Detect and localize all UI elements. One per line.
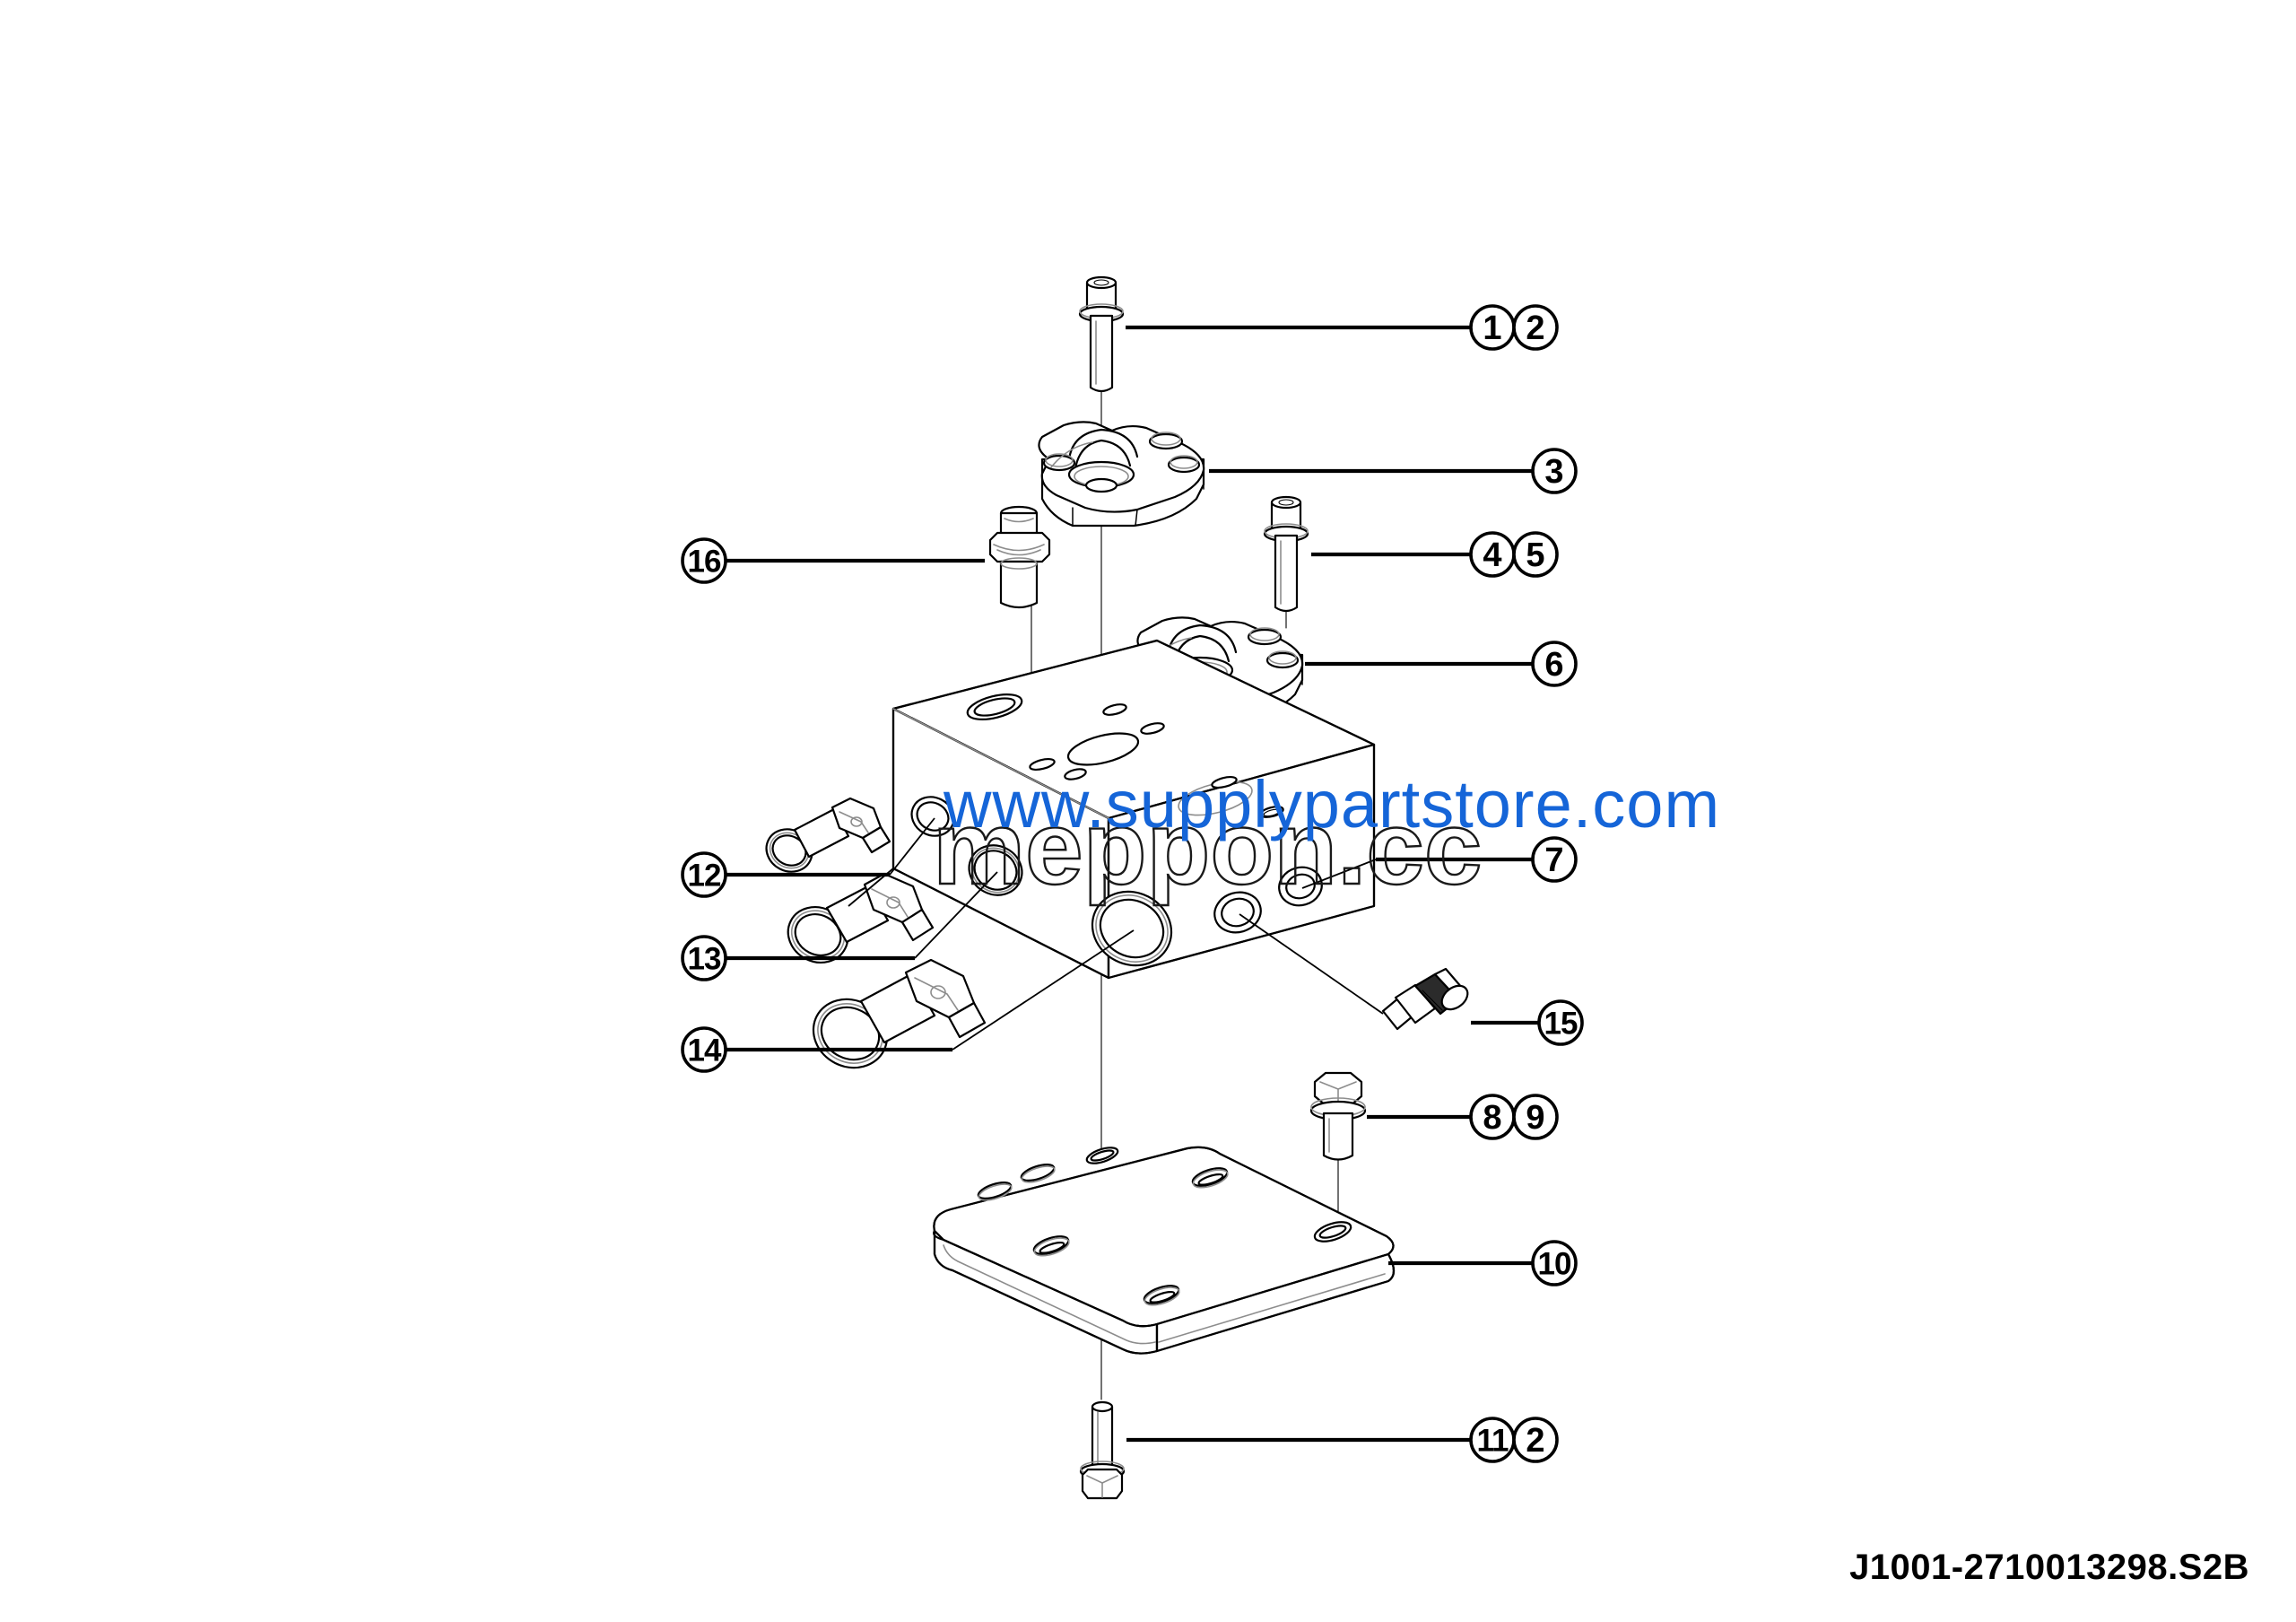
callout-label-2b: 2 — [1526, 1422, 1544, 1460]
part-hex-fitting-large — [812, 958, 987, 1069]
part-socket-bolt-bottom — [1079, 1400, 1126, 1500]
callout-bubble-3[interactable] — [1531, 448, 1578, 494]
callout-15[interactable]: 15 — [1537, 999, 1584, 1046]
callout-label-9: 9 — [1526, 1099, 1544, 1137]
callout-1-2[interactable]: 1 2 — [1469, 304, 1559, 351]
callout-label-2: 2 — [1526, 310, 1544, 347]
callout-10[interactable]: 10 — [1531, 1240, 1578, 1286]
callout-bubble-5[interactable] — [1512, 531, 1559, 578]
callout-label-12: 12 — [688, 859, 721, 894]
callout-bubble-15[interactable] — [1537, 999, 1584, 1046]
part-socket-flange-bolt-top — [1078, 275, 1125, 393]
callout-bubble-9[interactable] — [1512, 1094, 1559, 1140]
pointer-12 — [889, 817, 935, 876]
part-hex-flange-bolt — [1309, 1071, 1367, 1161]
part-valve-body-block — [891, 639, 1376, 980]
callout-8-9[interactable]: 8 9 — [1469, 1094, 1559, 1140]
callout-bubble-6[interactable] — [1531, 641, 1578, 687]
watermark-meppon: meppon.cc — [933, 789, 1482, 906]
watermark-group: meppon.cc www.supplypartstore.com — [932, 767, 1720, 907]
pointer-13 — [914, 871, 998, 959]
part-mounting-base-plate — [933, 1146, 1396, 1355]
callout-7[interactable]: 7 — [1531, 836, 1578, 883]
callout-6[interactable]: 6 — [1531, 641, 1578, 687]
callout-label-10: 10 — [1538, 1247, 1571, 1282]
callout-bubble-2b[interactable] — [1512, 1417, 1559, 1463]
callout-13[interactable]: 13 — [681, 935, 727, 981]
callout-12[interactable]: 12 — [681, 851, 727, 898]
callout-bubble-12[interactable] — [681, 851, 727, 898]
part-plug-sensor-small — [1381, 967, 1469, 1031]
watermark-supplypartstore: www.supplypartstore.com — [943, 767, 1720, 842]
callout-label-1: 1 — [1483, 310, 1501, 347]
pointer-body-left — [848, 868, 894, 907]
callout-bubble-10[interactable] — [1531, 1240, 1578, 1286]
part-hex-fitting-medium — [787, 872, 935, 964]
callout-label-15: 15 — [1544, 1007, 1578, 1042]
pointer-14 — [952, 929, 1135, 1051]
callout-bubble-14[interactable] — [681, 1026, 727, 1073]
callout-label-13: 13 — [688, 942, 721, 977]
part-hex-fitting-small — [765, 797, 891, 873]
callout-label-8: 8 — [1483, 1099, 1501, 1137]
callout-3[interactable]: 3 — [1531, 448, 1578, 494]
callout-label-5: 5 — [1526, 536, 1544, 574]
leader-lines — [725, 325, 1540, 1443]
callout-bubble-13[interactable] — [681, 935, 727, 981]
callout-label-16: 16 — [688, 545, 721, 580]
part-socket-flange-bolt-side — [1263, 495, 1309, 613]
callout-bubble-7[interactable] — [1531, 836, 1578, 883]
part-number-label: J1001-2710013298.S2B — [1849, 1548, 2249, 1587]
callout-label-4: 4 — [1483, 536, 1501, 574]
callout-14[interactable]: 14 — [681, 1026, 727, 1073]
callout-bubble-16[interactable] — [681, 537, 727, 584]
part-hex-plug-top — [988, 505, 1051, 609]
callout-bubble-2[interactable] — [1512, 304, 1559, 351]
callout-label-7: 7 — [1544, 842, 1563, 879]
callout-4-5[interactable]: 4 5 — [1469, 531, 1559, 578]
callout-16[interactable]: 16 — [681, 537, 727, 584]
callout-label-14: 14 — [688, 1033, 722, 1068]
part-split-flange-clamp-upper — [1038, 421, 1205, 528]
pointer-7-right — [1301, 859, 1377, 889]
callout-11-2[interactable]: 11 2 — [1469, 1417, 1559, 1463]
callout-label-6: 6 — [1544, 646, 1563, 684]
callout-label-3: 3 — [1544, 453, 1563, 491]
callout-label-11: 11 — [1477, 1424, 1509, 1459]
pointer-15 — [1239, 913, 1384, 1015]
